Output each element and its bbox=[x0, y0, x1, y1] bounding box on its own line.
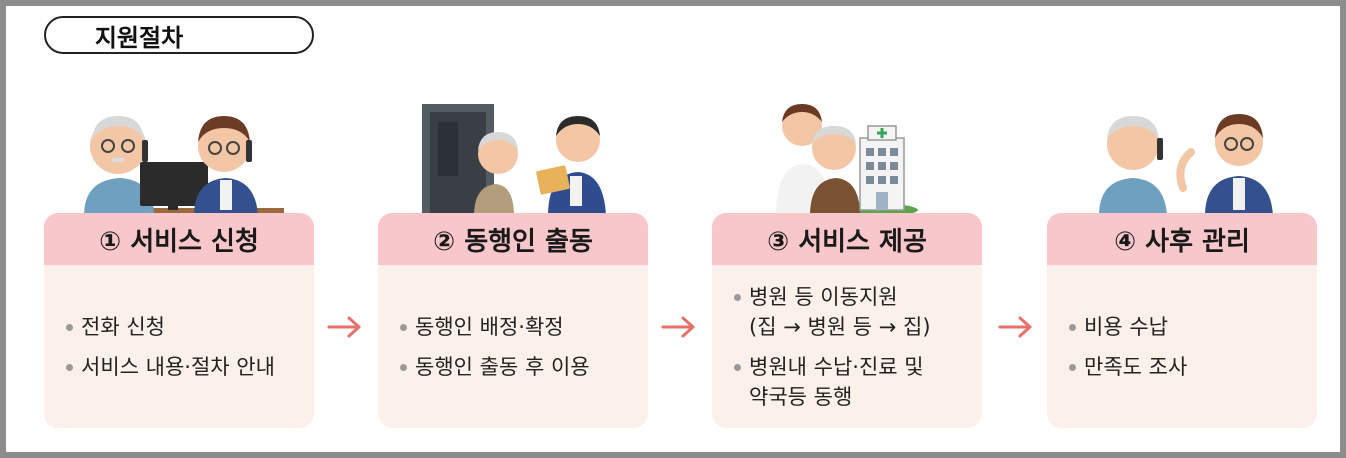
phone-call-icon bbox=[84, 116, 284, 216]
step-heading: ① 서비스 신청 bbox=[44, 213, 314, 265]
item-text: 병원내 수납·진료 및 약국등 동행 bbox=[749, 354, 924, 409]
hospital-escort-icon bbox=[776, 104, 918, 216]
step-card: ④ 사후 관리 비용 수납 만족도 조사 bbox=[1047, 213, 1317, 428]
list-item: 만족도 조사 bbox=[1069, 352, 1299, 382]
bullet-icon bbox=[400, 363, 407, 371]
item-text: 만족도 조사 bbox=[1084, 354, 1188, 379]
item-text: 전화 신청 bbox=[81, 314, 165, 339]
arrow-right-icon bbox=[327, 316, 361, 338]
item-text: 서비스 내용·절차 안내 bbox=[81, 354, 275, 379]
step-items: 동행인 배정·확정 동행인 출동 후 이용 bbox=[378, 265, 648, 428]
follow-up-call-icon bbox=[1099, 114, 1273, 216]
bullet-icon bbox=[1069, 323, 1076, 331]
step-2: ② 동행인 출동 동행인 배정·확정 동행인 출동 후 이용 bbox=[378, 0, 648, 458]
bullet-icon bbox=[400, 323, 407, 331]
list-item: 병원 등 이동지원 (집 → 병원 등 → 집) bbox=[734, 282, 964, 342]
step-card: ① 서비스 신청 전화 신청 서비스 내용·절차 안내 bbox=[44, 213, 314, 428]
bullet-icon bbox=[66, 363, 73, 371]
step-heading: ④ 사후 관리 bbox=[1047, 213, 1317, 265]
bullet-icon bbox=[734, 293, 741, 301]
arrow-right-icon bbox=[998, 316, 1032, 338]
item-text: 동행인 출동 후 이용 bbox=[415, 354, 590, 379]
list-item: 서비스 내용·절차 안내 bbox=[66, 352, 296, 382]
step-3: ③ 서비스 제공 병원 등 이동지원 (집 → 병원 등 → 집) 병원내 수납… bbox=[712, 0, 982, 458]
page-title: 지원절차 bbox=[44, 16, 314, 54]
step-heading: ② 동행인 출동 bbox=[378, 213, 648, 265]
step-items: 병원 등 이동지원 (집 → 병원 등 → 집) 병원내 수납·진료 및 약국등… bbox=[712, 265, 982, 428]
list-item: 동행인 배정·확정 bbox=[400, 312, 630, 342]
page-title-text: 지원절차 bbox=[94, 23, 184, 52]
step-items: 비용 수납 만족도 조사 bbox=[1047, 265, 1317, 428]
list-item: 병원내 수납·진료 및 약국등 동행 bbox=[734, 352, 964, 412]
step-card: ② 동행인 출동 동행인 배정·확정 동행인 출동 후 이용 bbox=[378, 213, 648, 428]
arrow-right-icon bbox=[661, 316, 695, 338]
step-card: ③ 서비스 제공 병원 등 이동지원 (집 → 병원 등 → 집) 병원내 수납… bbox=[712, 213, 982, 428]
item-text: 동행인 배정·확정 bbox=[415, 314, 564, 339]
item-text: 병원 등 이동지원 (집 → 병원 등 → 집) bbox=[749, 284, 931, 339]
list-item: 전화 신청 bbox=[66, 312, 296, 342]
list-item: 비용 수납 bbox=[1069, 312, 1299, 342]
bullet-icon bbox=[734, 363, 741, 371]
bullet-icon bbox=[1069, 363, 1076, 371]
step-1: ① 서비스 신청 전화 신청 서비스 내용·절차 안내 bbox=[44, 0, 314, 458]
door-visit-icon bbox=[422, 104, 606, 216]
step-4: ④ 사후 관리 비용 수납 만족도 조사 bbox=[1047, 0, 1317, 458]
item-text: 비용 수납 bbox=[1084, 314, 1168, 339]
list-item: 동행인 출동 후 이용 bbox=[400, 352, 630, 382]
bullet-icon bbox=[66, 323, 73, 331]
step-items: 전화 신청 서비스 내용·절차 안내 bbox=[44, 265, 314, 428]
step-heading: ③ 서비스 제공 bbox=[712, 213, 982, 265]
